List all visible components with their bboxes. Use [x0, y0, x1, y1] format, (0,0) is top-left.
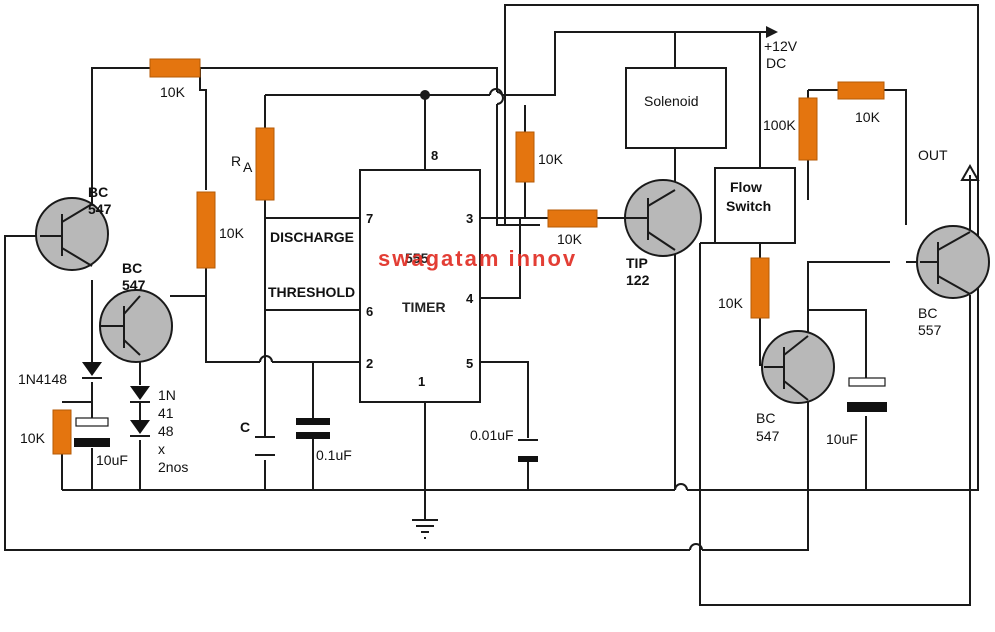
label-q-right-line1: BC: [756, 410, 775, 426]
pin-4: 4: [466, 291, 474, 306]
label-r-tip-base: 10K: [557, 231, 583, 247]
capacitor-0-01uf: [518, 439, 538, 462]
pin-8: 8: [431, 148, 438, 163]
pin-3: 3: [466, 211, 473, 226]
resistor-10k-lower-right: [750, 257, 770, 319]
label-ra: R: [231, 153, 241, 169]
capacitor-0-1uf: [296, 418, 330, 439]
pin-5: 5: [466, 356, 473, 371]
solenoid-label: Solenoid: [644, 93, 699, 109]
diode-1n4148: [82, 362, 102, 379]
transistor-q-out: [916, 225, 990, 299]
resistor-10k-out: [837, 81, 885, 100]
resistor-10k-left: [196, 191, 216, 269]
label-q1-line2: 547: [88, 201, 112, 217]
capacitor-10uf-right: [847, 377, 887, 412]
transistor-q-right: [761, 330, 835, 404]
transistor-q2: [99, 289, 173, 363]
label-d1: 1N4148: [18, 371, 67, 387]
pin-7: 7: [366, 211, 373, 226]
label-d2-line1: 1N: [158, 387, 176, 403]
pin-1: 1: [418, 374, 425, 389]
flow-switch-block: [714, 167, 796, 244]
label-d2-line2: 41: [158, 405, 174, 421]
label-c-timing: C: [240, 419, 250, 435]
label-r-mid: 10K: [538, 151, 564, 167]
label-r-100k: 100K: [763, 117, 796, 133]
resistor-10k-top: [149, 58, 201, 78]
label-r-top: 10K: [160, 84, 186, 100]
label-q-out-line1: BC: [918, 305, 937, 321]
label-tip-line2: 122: [626, 272, 650, 288]
transistor-tip122: [624, 179, 702, 257]
label-d2-line3: 48: [158, 423, 174, 439]
label-q1-line1: BC: [88, 184, 108, 200]
label-c-01: 0.1uF: [316, 447, 352, 463]
pin-6: 6: [366, 304, 373, 319]
label-q2-line2: 547: [122, 277, 146, 293]
label-tip-line1: TIP: [626, 255, 648, 271]
timer-name: 555: [405, 250, 429, 266]
flow-switch-label-1: Flow: [730, 179, 762, 195]
wires: [4, 4, 980, 606]
label-ra-sub: A: [243, 159, 253, 175]
pin-threshold-label: THRESHOLD: [268, 284, 355, 300]
resistor-10k-tip-base: [547, 209, 598, 228]
label-r-out: 10K: [855, 109, 881, 125]
resistor-10k-mid: [515, 131, 535, 183]
junction-dot: [420, 90, 430, 100]
label-q-out-line2: 557: [918, 322, 942, 338]
resistor-ra: [255, 127, 275, 201]
resistor-100k: [798, 97, 818, 161]
label-c-001: 0.01uF: [470, 427, 514, 443]
solenoid-block: [625, 67, 727, 149]
label-r-bottom-left: 10K: [20, 430, 46, 446]
supply-label-1: +12V: [764, 38, 798, 54]
label-q-right-line2: 547: [756, 428, 780, 444]
label-r-left: 10K: [219, 225, 245, 241]
watermark-text: swagatam innov: [378, 246, 577, 271]
label-c-left: 10uF: [96, 452, 128, 468]
pin-discharge-label: DISCHARGE: [270, 229, 354, 245]
supply-label-2: DC: [766, 55, 786, 71]
label-r-lower-right: 10K: [718, 295, 744, 311]
timer-555-ic: [359, 169, 481, 403]
pin-2: 2: [366, 356, 373, 371]
ground-symbol: [412, 519, 438, 539]
flow-switch-label-2: Switch: [726, 198, 771, 214]
capacitor-10uf-left: [74, 417, 110, 447]
label-out: OUT: [918, 147, 948, 163]
label-c-right: 10uF: [826, 431, 858, 447]
label-d2-line5: 2nos: [158, 459, 188, 475]
timer-sub: TIMER: [402, 299, 446, 315]
capacitor-c-timing: [255, 436, 275, 456]
label-d2-line4: x: [158, 441, 165, 457]
label-q2-line1: BC: [122, 260, 142, 276]
diode-1n4148-series: [130, 386, 150, 437]
resistor-10k-bottom-left: [52, 409, 72, 455]
transistor-q1: [35, 197, 109, 271]
